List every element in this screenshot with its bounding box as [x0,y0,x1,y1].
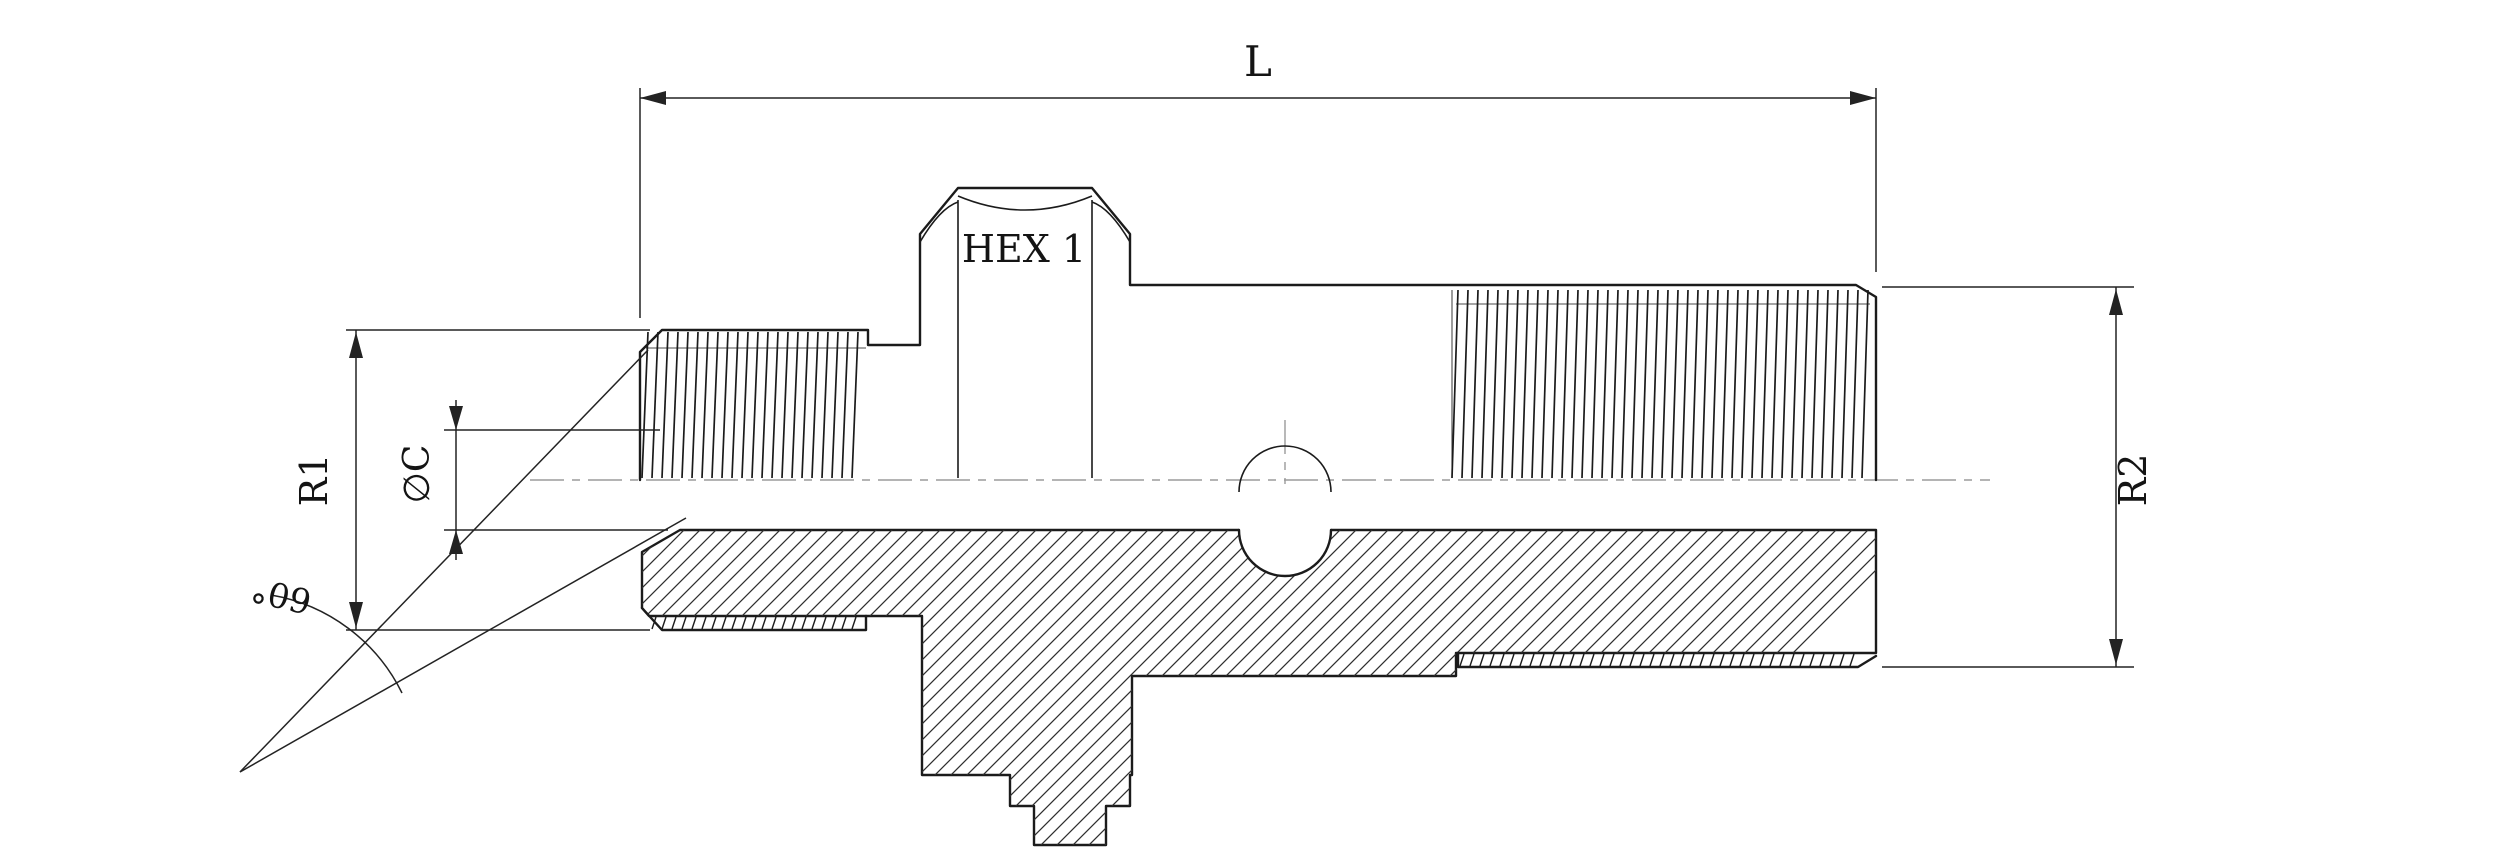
dim-label-angle: 60° [248,568,316,621]
r2-arrow-top [2109,289,2123,315]
dim-label-left-thread: R1 [292,454,336,507]
dim-label-right-thread: R2 [2111,454,2155,507]
hex-label: HEX 1 [962,227,1086,271]
dimension-bore: ∅C [397,400,668,560]
angle-arc [270,594,403,694]
length-arrow-left [640,91,666,105]
hex-chamfer-arc-right [1091,201,1131,243]
left-thread-bottom-profile [640,606,868,632]
right-thread-section [1456,651,1878,669]
r1-arrow-bottom [349,602,363,628]
bore-arrow-top [449,406,463,430]
upper-silhouette [638,186,1878,482]
left-thread-section [640,606,868,632]
angle-leg-lower [239,517,687,773]
dim-label-bore: ∅C [397,445,438,504]
length-arrow-right [1850,91,1876,105]
dimension-length: L [639,37,1877,318]
cross-hole-void [1239,484,1331,576]
cross-hole-section-arc [1237,528,1333,578]
right-thread-bottom-profile [1456,651,1878,669]
left-thread-pattern [641,331,859,479]
dimension-right-thread: R2 [1882,286,2155,668]
hex-section: HEX 1 [919,195,1131,478]
cross-hole-top-arc [1238,445,1332,493]
angle-dimension: 60° [239,349,687,773]
dim-label-length: L [1244,37,1272,86]
section-boundary [640,528,1878,847]
hex-chamfer-arc-left [919,201,959,243]
left-thread-section-ticks [651,616,857,630]
angle-leg-upper [239,349,649,773]
right-thread-section-ticks [1459,653,1855,667]
dimension-left-thread: R1 [292,329,650,631]
bore-arrow-bottom [449,530,463,554]
r1-arrow-top [349,332,363,358]
r2-arrow-bottom [2109,639,2123,665]
right-thread-pattern [1451,289,1869,479]
cross-hole [1237,445,1333,578]
hex-chamfer-arc-center [957,195,1093,211]
part-outline [638,186,1878,482]
